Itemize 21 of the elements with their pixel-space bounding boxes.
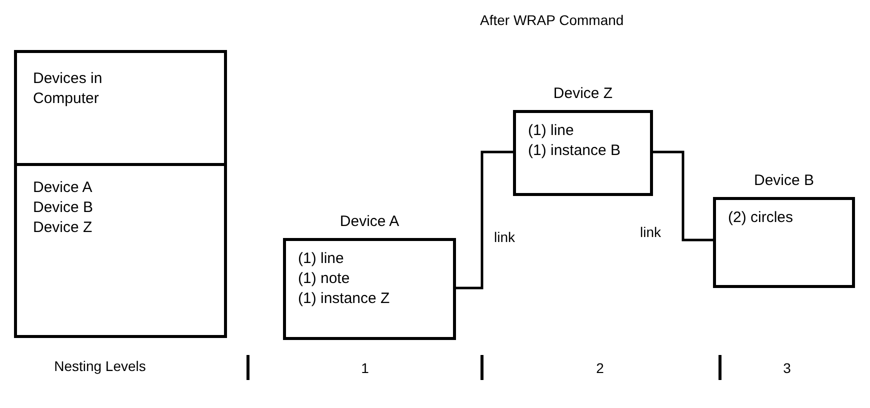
content-line: (2) circles (728, 208, 794, 228)
device-title: Device Z (552, 84, 614, 104)
device-title: Device A (338, 212, 400, 232)
device-list-box (14, 50, 227, 338)
content-line: (1) note (298, 269, 351, 289)
nesting-level-label: 1 (360, 359, 370, 378)
content-line: (1) instance Z (298, 289, 391, 309)
edge-label: link (640, 224, 662, 240)
diagram-title: After WRAP Command (480, 11, 624, 30)
device-list: Device A Device B Device Z (33, 178, 109, 238)
nesting-level-label: 3 (782, 359, 792, 378)
device-title: Device B (752, 171, 816, 191)
edge-label: link (494, 229, 516, 245)
nesting-level-label: Nesting Levels (53, 357, 147, 376)
content-line: (1) instance B (528, 141, 622, 161)
content-line: (1) line (528, 121, 575, 141)
box-heading: Devices in Computer (33, 69, 104, 109)
connector-line (653, 150, 713, 242)
content-line: (1) line (298, 249, 345, 269)
connector-line (456, 150, 513, 290)
nesting-level-label: 2 (595, 359, 605, 378)
